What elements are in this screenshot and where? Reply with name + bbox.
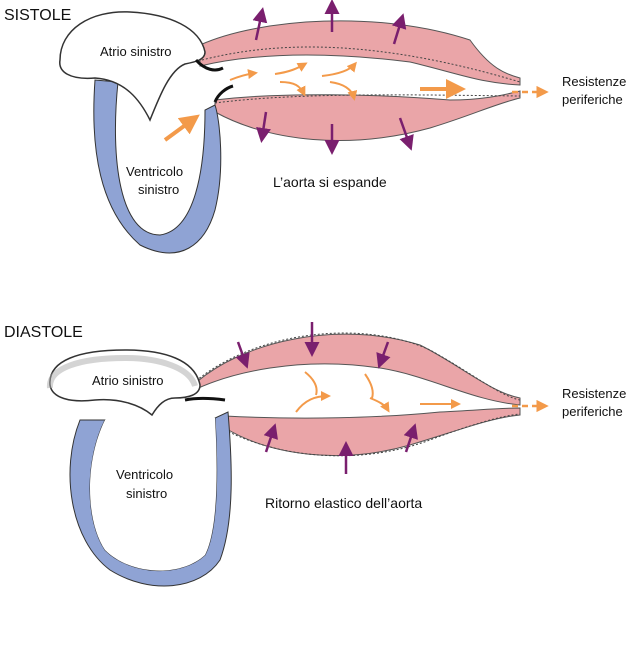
diastole-resistance-label-1: Resistenze xyxy=(562,386,626,401)
systole-flow-arrow-4 xyxy=(321,61,357,77)
systole-resistance-label-1: Resistenze xyxy=(562,74,626,89)
diastole-recoil-arrow-3 xyxy=(376,341,391,369)
diastole-ventricle-label-1: Ventricolo xyxy=(116,467,173,482)
systole-aortic-valve-upper xyxy=(194,58,224,72)
diastole-flow-arrow-2 xyxy=(364,373,388,410)
diastole-panel: DIASTOLE Atrio sinistro Ventricolo sinis… xyxy=(4,322,626,587)
systole-resistance-label-2: periferiche xyxy=(562,92,623,107)
systole-flow-arrow-2 xyxy=(274,62,308,75)
diastole-atrium xyxy=(49,349,201,417)
systole-aorta-upper-wall xyxy=(199,20,521,86)
diastole-recoil-arrow-4 xyxy=(263,423,278,453)
diastole-resistance-label-2: periferiche xyxy=(562,404,623,419)
systole-flow-arrow-1 xyxy=(229,69,258,81)
diastole-atrium-label: Atrio sinistro xyxy=(92,373,164,388)
diastole-ventricle-label-2: sinistro xyxy=(126,486,167,501)
systole-atrium xyxy=(59,11,206,122)
diastole-title: DIASTOLE xyxy=(4,324,83,341)
diastole-recoil-arrow-1 xyxy=(235,341,250,369)
systole-aortic-valve-lower xyxy=(213,84,234,103)
systole-caption: L’aorta si espande xyxy=(273,174,387,190)
diastole-aorta-lower-wall xyxy=(224,407,521,457)
systole-flow-arrow-5 xyxy=(329,81,358,101)
systole-ventricle-label-1: Ventricolo xyxy=(126,164,183,179)
systole-ventricle-wall xyxy=(93,79,222,254)
diastole-flow-arrow-1 xyxy=(295,371,328,413)
systole-panel: SISTOLE Atrio sinistro Ventricolo sinist… xyxy=(4,0,626,254)
diastole-caption: Ritorno elastico dell’aorta xyxy=(265,495,422,511)
systole-ejection-arrow xyxy=(163,114,200,142)
diastole-aortic-valve-closed xyxy=(184,397,226,402)
diastole-recoil-arrow-6 xyxy=(403,423,418,453)
systole-ventricle-label-2: sinistro xyxy=(138,182,179,197)
systole-title: SISTOLE xyxy=(4,7,71,24)
systole-flow-arrow-3 xyxy=(279,81,306,97)
systole-expand-arrow-6 xyxy=(398,117,414,151)
systole-expand-arrow-3 xyxy=(391,13,407,45)
diastole-aorta-upper-wall xyxy=(189,333,521,406)
systole-expand-arrow-1 xyxy=(252,7,268,41)
systole-expand-arrow-4 xyxy=(256,111,271,143)
systole-atrium-label: Atrio sinistro xyxy=(100,44,172,59)
diastole-ventricle-wall xyxy=(69,411,232,587)
systole-aorta-lower-wall xyxy=(214,90,521,142)
